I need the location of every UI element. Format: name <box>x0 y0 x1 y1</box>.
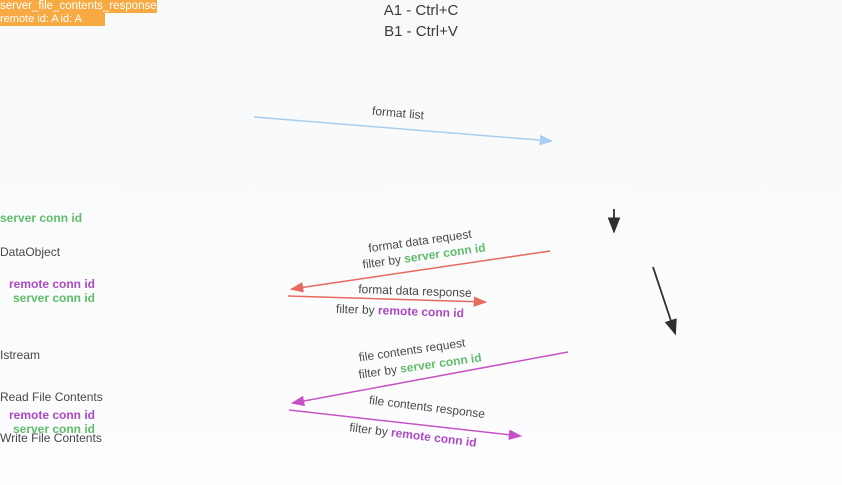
server-file-contents-response-label: server_file_contents_response <box>0 0 157 12</box>
format-data-response-label: format data response <box>358 282 472 300</box>
format-list-arrow <box>253 116 554 146</box>
remote-conn-id-text-1: remote conn id <box>377 303 465 321</box>
format-list-label: format list <box>371 103 425 123</box>
filter-by-text-4: filter by <box>348 420 393 440</box>
server-conn-id-note-left-2: server conn id <box>12 422 95 436</box>
title-line-1: A1 - Ctrl+C <box>383 2 459 19</box>
filter-by-text-3: filter by <box>357 361 402 382</box>
read-file-contents-note: Read File Contents <box>0 390 103 404</box>
istream-note: Istream <box>0 348 41 362</box>
server-conn-id-note-left-1: server conn id <box>12 291 95 305</box>
left-conn-id-notes-2: remote conn id server conn id <box>0 408 95 436</box>
filter-by-text-2: filter by <box>335 301 379 318</box>
diagram-title: A1 - Ctrl+C B1 - Ctrl+V <box>0 0 842 42</box>
server-conn-id-note-mid: server conn id <box>0 211 83 225</box>
remote-conn-id-note-1: remote conn id <box>8 277 95 291</box>
filter-by-text-1: filter by <box>361 251 406 272</box>
file-contents-response-label: file contents response <box>368 392 486 422</box>
remote-conn-id-note-2: remote conn id <box>8 408 95 422</box>
getdata-to-istream-arrow <box>652 266 677 336</box>
remote-conn-id-text-2: remote conn id <box>390 425 478 450</box>
filter-by-remote-conn-id-label-2: filter by remote conn id <box>349 420 478 449</box>
dataobject-note: DataObject <box>0 245 61 259</box>
server-file-contents-response-box: server_file_contents_response <box>0 0 157 13</box>
title-line-2: B1 - Ctrl+V <box>384 23 458 40</box>
write-file-contents-note: Write File Contents <box>0 431 102 445</box>
istream-line2: remote id: A <box>0 13 59 25</box>
filter-by-remote-conn-id-label-1: filter by remote conn id <box>336 302 464 320</box>
left-conn-id-notes-1: remote conn id server conn id <box>0 277 95 305</box>
